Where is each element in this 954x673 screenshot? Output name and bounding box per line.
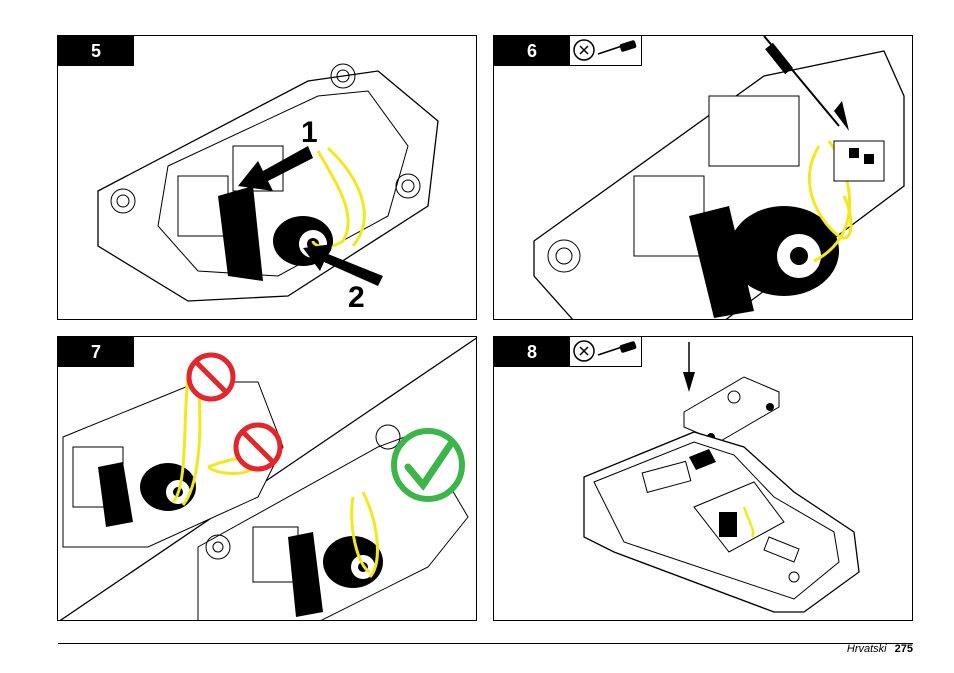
prohibited-icon — [236, 425, 280, 469]
step-6-panel: 6 — [493, 35, 913, 320]
step-5-panel: 5 1 2 — [57, 35, 477, 320]
step-8-panel: 8 — [493, 336, 913, 621]
step-8-illustration — [494, 337, 913, 621]
footer-language: Hrvatski — [847, 643, 887, 655]
step-6-illustration — [494, 36, 913, 320]
step-7-panel: 7 — [57, 336, 477, 621]
check-icon — [394, 431, 462, 499]
page-number: 275 — [895, 643, 913, 655]
footer-rule — [58, 643, 913, 644]
callout-1: 1 — [301, 116, 318, 150]
prohibited-icon — [189, 355, 233, 399]
step-5-illustration — [58, 36, 477, 320]
page-footer: Hrvatski 275 — [847, 643, 913, 655]
callout-2: 2 — [348, 281, 365, 315]
step-7-illustration — [58, 337, 477, 621]
